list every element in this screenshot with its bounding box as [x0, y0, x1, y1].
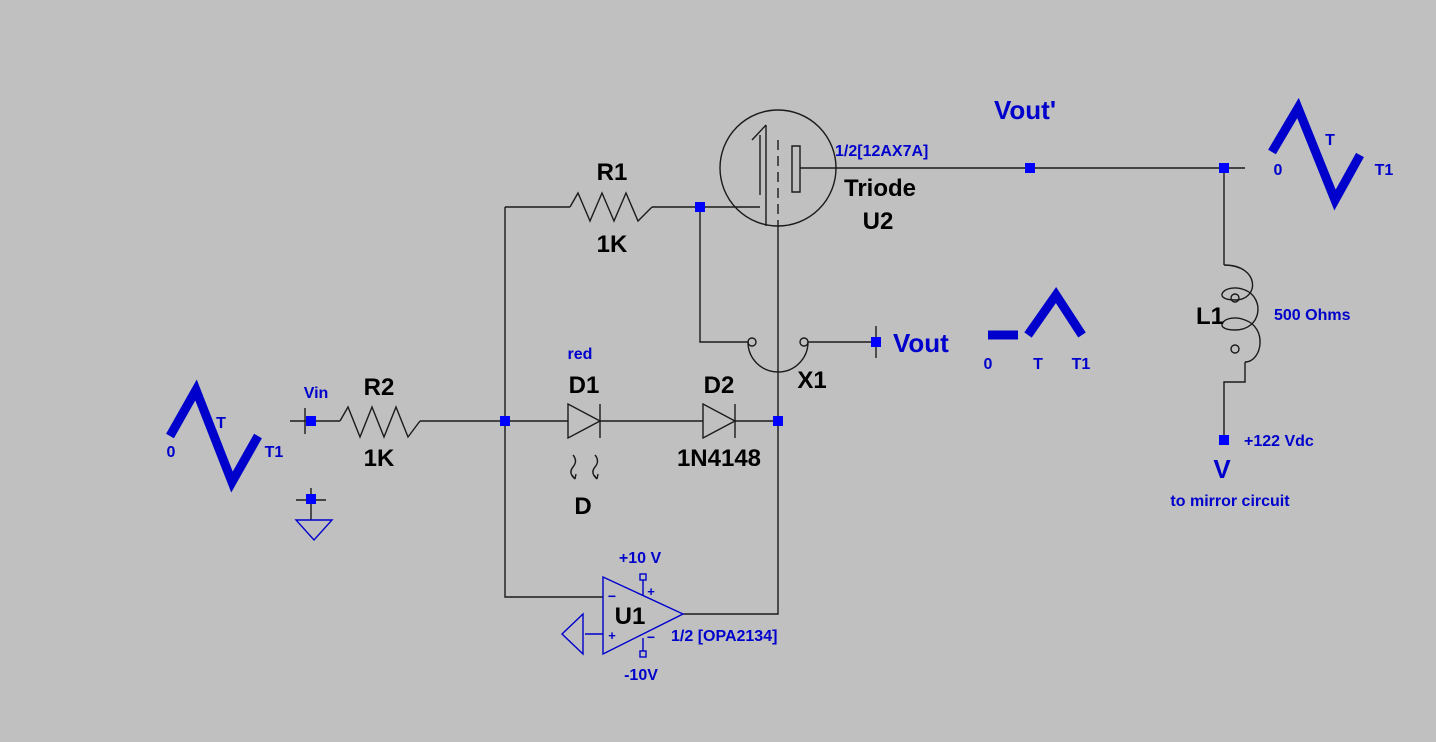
r2-name: R2 — [364, 374, 395, 401]
u1-part: 1/2 [OPA2134] — [671, 628, 777, 645]
u1-inverting-sign: − — [608, 588, 616, 604]
wave-input-t1: T1 — [265, 444, 284, 461]
wave-vout-prime-t: T — [1325, 132, 1335, 149]
waveform-vout-prime — [1268, 97, 1364, 211]
d2-name: D2 — [704, 372, 735, 399]
node-junction-right — [773, 416, 783, 426]
node-ground — [306, 494, 316, 504]
wire-grid-x1 — [699, 207, 748, 343]
d2-diode-symbol[interactable] — [702, 402, 737, 440]
d1-led-symbol[interactable] — [567, 402, 602, 480]
wave-input-zero: 0 — [167, 444, 176, 461]
u2-type: Triode — [844, 175, 916, 202]
d1-model: D — [574, 493, 591, 520]
wave-vout-zero: 0 — [984, 356, 993, 373]
net-vout-label: Vout — [893, 328, 949, 358]
u1-minus-supply-sign: − — [647, 629, 655, 645]
wave-input-t: T — [216, 415, 226, 432]
wires — [290, 167, 1246, 615]
u1-noninverting-sign: + — [608, 628, 616, 643]
x1-name: X1 — [797, 367, 826, 394]
r1-value: 1K — [597, 231, 628, 258]
waveform-input — [166, 379, 262, 493]
net-supply-label: +122 Vdc — [1244, 433, 1314, 450]
nodes — [306, 163, 1229, 504]
node-vin — [306, 416, 316, 426]
node-l1-top — [1219, 163, 1229, 173]
d2-model: 1N4148 — [677, 445, 761, 472]
x1-left-pin — [747, 337, 757, 347]
node-grid — [695, 202, 705, 212]
waveform-vout — [988, 286, 1086, 340]
u1-neg-supply: -10V — [624, 667, 658, 684]
l1-inductor-symbol[interactable] — [1221, 264, 1261, 363]
x1-crossover-symbol[interactable] — [747, 341, 809, 373]
node-vout-prime — [1025, 163, 1035, 173]
opamp-u1-symbol[interactable] — [585, 573, 685, 658]
net-vout-prime-label: Vout' — [994, 95, 1056, 125]
node-junction-left — [500, 416, 510, 426]
net-vin-label: Vin — [304, 385, 329, 402]
wire-left-bus — [504, 207, 603, 598]
net-supply-note: to mirror circuit — [1170, 493, 1290, 510]
u1-name: U1 — [615, 603, 646, 630]
x1-right-pin — [799, 337, 809, 347]
wave-vout-t1: T1 — [1072, 356, 1091, 373]
u2-name: U2 — [863, 208, 894, 235]
triode-u2-symbol[interactable] — [719, 109, 837, 227]
u1-pos-supply: +10 V — [619, 550, 662, 567]
l1-value: 500 Ohms — [1274, 307, 1351, 324]
r2-resistor-symbol[interactable] — [339, 405, 421, 439]
wave-vout-t: T — [1033, 356, 1043, 373]
net-supply-node-label: V — [1213, 454, 1231, 484]
d1-name: D1 — [569, 372, 600, 399]
opamp-ground-symbol — [560, 612, 584, 656]
d1-color-label: red — [568, 346, 593, 363]
r1-resistor-symbol[interactable] — [569, 191, 653, 223]
r2-value: 1K — [364, 445, 395, 472]
l1-name: L1 — [1196, 303, 1224, 330]
node-supply — [1219, 435, 1229, 445]
wire-l1-bottom — [1223, 362, 1246, 440]
ground-symbol — [294, 519, 334, 542]
wire-cathode-output — [683, 226, 779, 615]
u2-part: 1/2[12AX7A] — [835, 143, 928, 160]
r1-name: R1 — [597, 159, 628, 186]
wave-vout-prime-zero: 0 — [1274, 162, 1283, 179]
u1-plus-supply-sign: + — [647, 584, 655, 599]
wave-vout-prime-t1: T1 — [1375, 162, 1394, 179]
node-vout — [871, 337, 881, 347]
